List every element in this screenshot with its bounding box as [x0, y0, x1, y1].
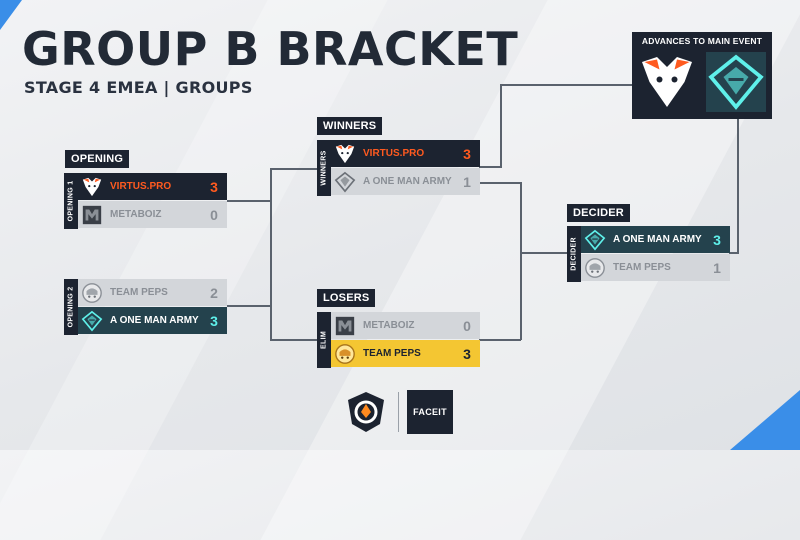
overwatch-champions-logo-icon	[344, 390, 388, 434]
bracket-connector	[737, 119, 739, 254]
team-row[interactable]: A ONE MAN ARMY 3	[78, 307, 227, 334]
team-score: 0	[210, 206, 218, 223]
team-name: A ONE MAN ARMY	[363, 176, 452, 187]
bracket-connector	[479, 339, 521, 341]
team-score: 3	[463, 145, 471, 162]
team-score: 0	[463, 317, 471, 334]
a-one-man-army-logo-icon	[704, 50, 768, 114]
team-row[interactable]: A ONE MAN ARMY 3	[581, 226, 730, 253]
match-tab: ELIM	[317, 312, 331, 368]
team-peps-logo-icon	[581, 254, 608, 281]
bracket-connector	[479, 182, 521, 184]
team-row[interactable]: A ONE MAN ARMY 1	[331, 168, 480, 195]
match-tab: OPENING 2	[64, 279, 78, 335]
bracket-connector	[520, 182, 522, 340]
page-title: GROUP B BRACKET	[22, 22, 519, 76]
advances-label: ADVANCES TO MAIN EVENT	[641, 36, 763, 46]
match-tab: DECIDER	[567, 226, 581, 282]
match-tab: WINNERS	[317, 140, 331, 196]
team-row[interactable]: TEAM PEPS 2	[78, 279, 227, 306]
team-row[interactable]: TEAM PEPS 1	[581, 254, 730, 281]
team-name: TEAM PEPS	[613, 262, 671, 273]
advances-panel: ADVANCES TO MAIN EVENT	[632, 32, 772, 119]
bracket-connector	[520, 252, 567, 254]
divider	[398, 392, 399, 432]
team-row[interactable]: METABOIZ 0	[78, 201, 227, 228]
section-label-decider: DECIDER	[567, 204, 630, 222]
virtus-pro-logo-icon	[635, 50, 699, 114]
footer-logos: FACEIT	[344, 390, 454, 434]
team-name: METABOIZ	[363, 320, 415, 331]
virtus-pro-logo-icon	[331, 140, 358, 167]
metaboiz-logo-icon	[78, 201, 105, 228]
team-name: A ONE MAN ARMY	[110, 315, 199, 326]
bracket-connector	[227, 305, 271, 307]
faceit-logo-icon: FACEIT	[407, 390, 453, 434]
team-row[interactable]: TEAM PEPS 3	[331, 340, 480, 367]
match-tab: OPENING 1	[64, 173, 78, 229]
bracket-connector	[500, 84, 502, 168]
team-peps-logo-icon	[331, 340, 358, 367]
corner-accent	[730, 390, 800, 450]
bracket-connector	[270, 339, 317, 341]
bracket-connector	[227, 200, 271, 202]
team-name: VIRTUS.PRO	[363, 148, 425, 159]
team-score: 1	[463, 173, 471, 190]
team-row[interactable]: METABOIZ 0	[331, 312, 480, 339]
corner-accent	[0, 0, 22, 30]
a-one-man-army-logo-icon	[78, 307, 105, 334]
bracket-connector	[729, 252, 739, 254]
virtus-pro-logo-icon	[78, 173, 105, 200]
team-score: 3	[713, 231, 721, 248]
team-row[interactable]: VIRTUS.PRO 3	[78, 173, 227, 200]
team-name: TEAM PEPS	[110, 287, 168, 298]
team-score: 3	[210, 312, 218, 329]
a-one-man-army-logo-icon	[581, 226, 608, 253]
page-subtitle: STAGE 4 EMEA | GROUPS	[24, 78, 253, 97]
team-peps-logo-icon	[78, 279, 105, 306]
a-one-man-army-logo-icon	[331, 168, 358, 195]
team-score: 1	[713, 259, 721, 276]
bracket-connector	[479, 166, 501, 168]
team-name: METABOIZ	[110, 209, 162, 220]
team-row[interactable]: VIRTUS.PRO 3	[331, 140, 480, 167]
section-label-losers: LOSERS	[317, 289, 376, 307]
team-score: 3	[210, 178, 218, 195]
team-score: 2	[210, 284, 218, 301]
team-score: 3	[463, 345, 471, 362]
team-name: TEAM PEPS	[363, 348, 421, 359]
section-label-opening: OPENING	[65, 150, 130, 168]
section-label-winners: WINNERS	[317, 117, 383, 135]
metaboiz-logo-icon	[331, 312, 358, 339]
bracket-connector	[270, 168, 317, 170]
bracket-connector	[270, 168, 272, 340]
bracket-connector	[500, 84, 633, 86]
team-name: VIRTUS.PRO	[110, 181, 172, 192]
team-name: A ONE MAN ARMY	[613, 234, 702, 245]
